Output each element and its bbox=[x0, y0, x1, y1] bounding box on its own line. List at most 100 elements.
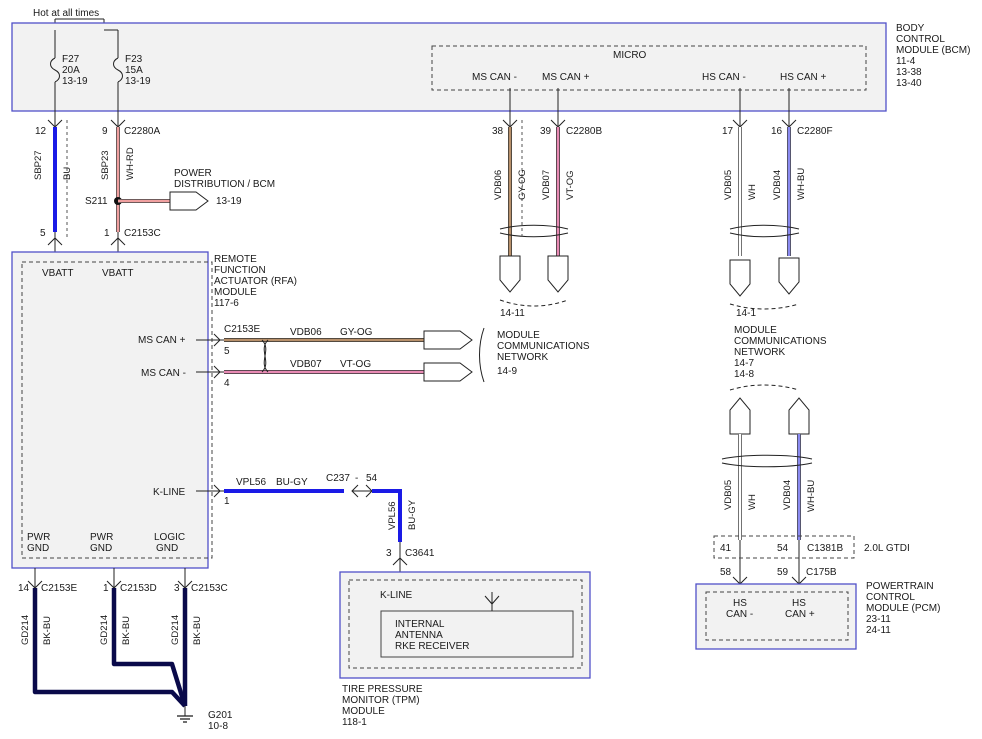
pcm-inline-connector: C1381B bbox=[807, 543, 843, 554]
bcm-label-2: CONTROL bbox=[896, 34, 945, 45]
tpm-label-2: MONITOR (TPM) bbox=[342, 695, 420, 706]
ground-icon bbox=[177, 715, 193, 723]
power-distribution-label-2: DISTRIBUTION / BCM bbox=[174, 179, 275, 190]
sbp23-pin-top: 9 bbox=[102, 126, 108, 137]
bcm-ref-1: 11-4 bbox=[896, 56, 916, 67]
pcm-inline-pin-54: 54 bbox=[777, 543, 789, 554]
rfa-vbatt-1: VBATT bbox=[42, 268, 73, 279]
mcn-ref-14-11: 14-11 bbox=[500, 308, 525, 319]
pcm-vdb04-circuit: VDB04 bbox=[782, 480, 793, 510]
bcm-ms-can-wires bbox=[499, 111, 569, 307]
rfa-inner-box bbox=[21, 261, 213, 559]
k-line-tpm-color: BU-GY bbox=[407, 499, 418, 530]
k-line-wire-tpm bbox=[372, 489, 402, 542]
tpm-label-3: MODULE bbox=[342, 706, 385, 717]
tpm-label-1: TIRE PRESSURE bbox=[342, 684, 423, 695]
bcm-ms-can-pin-38: 38 bbox=[492, 126, 504, 137]
ground-3-circuit: GD214 bbox=[170, 615, 181, 645]
k-line-inline-pin: 54 bbox=[366, 473, 378, 484]
k-line-tpm-pin: 3 bbox=[386, 548, 392, 559]
sbp23-color: WH-RD bbox=[125, 147, 136, 180]
mcn-left-ref: 14-9 bbox=[497, 366, 517, 377]
hot-at-all-times-label: Hot at all times bbox=[33, 8, 99, 19]
tpm-module-box bbox=[339, 571, 591, 679]
mcn-ref-14-1: 14-1 bbox=[736, 308, 756, 319]
splice-s211-label: S211 bbox=[85, 196, 108, 207]
mcn-right-label-3: NETWORK bbox=[734, 347, 785, 358]
rfa-label-2: FUNCTION bbox=[214, 265, 266, 276]
bcm-vdb04-circuit: VDB04 bbox=[772, 170, 783, 200]
ground-2-circuit: GD214 bbox=[99, 615, 110, 645]
micro-label: MICRO bbox=[613, 50, 647, 61]
pcm-pin-hs-2: HS bbox=[792, 598, 806, 609]
fuse-f23-rating: 15A bbox=[125, 65, 143, 76]
ground-1-connector: C2153E bbox=[41, 583, 77, 594]
rfa-vbatt-2: VBATT bbox=[102, 268, 133, 279]
mcn-left-label-2: COMMUNICATIONS bbox=[497, 341, 590, 352]
k-line-tpm-connector: C3641 bbox=[405, 548, 435, 559]
rfa-can-color-2: VT-OG bbox=[340, 359, 371, 370]
rfa-can-pin-4: 4 bbox=[224, 378, 230, 389]
fuse-f23-icon bbox=[113, 57, 123, 83]
k-line-color: BU-GY bbox=[276, 477, 308, 488]
pcm-pin-can-minus: CAN - bbox=[726, 609, 753, 620]
power-distribution-connector-icon bbox=[169, 191, 209, 211]
bcm-pin-hs-can-minus: HS CAN - bbox=[702, 72, 746, 83]
pcm-label-3: MODULE (PCM) bbox=[866, 603, 940, 614]
sbp27-pin-top: 12 bbox=[35, 126, 47, 137]
bcm-vdb05-color: WH bbox=[747, 184, 758, 200]
rfa-ms-can-minus: MS CAN - bbox=[141, 368, 186, 379]
pcm-connector: C175B bbox=[806, 567, 837, 578]
rfa-gnd-3-l1: LOGIC bbox=[154, 532, 185, 543]
antenna-receiver-box bbox=[380, 610, 574, 658]
rfa-label-3: ACTUATOR (RFA) bbox=[214, 276, 297, 287]
pcm-vdb05-color: WH bbox=[747, 494, 758, 510]
tpm-inner-3: RKE RECEIVER bbox=[395, 641, 469, 652]
pcm-vdb05-circuit: VDB05 bbox=[723, 480, 734, 510]
rfa-ref: 117-6 bbox=[214, 298, 239, 309]
pcm-pin-58: 58 bbox=[720, 567, 732, 578]
ground-1-circuit: GD214 bbox=[20, 615, 31, 645]
tpm-inner-2: ANTENNA bbox=[395, 630, 443, 641]
fuse-f27-icon bbox=[50, 57, 60, 83]
rfa-gnd-1-l2: GND bbox=[27, 543, 49, 554]
ground-3-connector: C2153C bbox=[191, 583, 228, 594]
fuse-f27-rating: 20A bbox=[62, 65, 80, 76]
pcm-module-box bbox=[695, 583, 857, 650]
k-line-pin: 1 bbox=[224, 496, 230, 507]
bcm-hs-can-wires bbox=[729, 111, 800, 310]
ground-1-color: BK-BU bbox=[42, 616, 53, 645]
sbp23-pin-bottom: 1 bbox=[104, 228, 110, 239]
mcn-left-connector-2-icon bbox=[423, 362, 473, 382]
pcm-pin-59: 59 bbox=[777, 567, 789, 578]
sbp23-connector-top: C2280A bbox=[124, 126, 160, 137]
rfa-can-circuit-2: VDB07 bbox=[290, 359, 322, 370]
rfa-can-circuit-1: VDB06 bbox=[290, 327, 322, 338]
pcm-vdb04-color: WH-BU bbox=[806, 480, 817, 512]
bcm-pin-ms-can-plus: MS CAN + bbox=[542, 72, 590, 83]
power-distribution-ref: 13-19 bbox=[216, 196, 242, 207]
power-wire-sbp23 bbox=[110, 111, 126, 252]
rfa-can-color-1: GY-OG bbox=[340, 327, 373, 338]
tpm-ref: 118-1 bbox=[342, 717, 367, 728]
pcm-inline-pin-41: 41 bbox=[720, 543, 732, 554]
rfa-can-connector: C2153E bbox=[224, 324, 260, 335]
rfa-label-4: MODULE bbox=[214, 287, 257, 298]
antenna-icon bbox=[484, 592, 500, 611]
ground-3-color: BK-BU bbox=[192, 616, 203, 645]
mcn-left-label-3: NETWORK bbox=[497, 352, 548, 363]
bcm-ms-can-pin-39: 39 bbox=[540, 126, 552, 137]
tpm-inner-1: INTERNAL bbox=[395, 619, 445, 630]
tpm-inner-box bbox=[348, 579, 583, 669]
rfa-can-pin-5: 5 bbox=[224, 346, 230, 357]
k-line-inline-sep: - bbox=[355, 473, 358, 484]
bcm-pin-ms-can-minus: MS CAN - bbox=[472, 72, 517, 83]
ground-2-connector: C2153D bbox=[120, 583, 157, 594]
ground-3-pin: 3 bbox=[174, 583, 180, 594]
bcm-hs-can-pin-16: 16 bbox=[771, 126, 783, 137]
fuse-f27-name: F27 bbox=[62, 54, 80, 65]
bcm-vdb04-color: WH-BU bbox=[796, 168, 807, 200]
bcm-vdb06-circuit: VDB06 bbox=[493, 170, 504, 200]
k-line-circuit: VPL56 bbox=[236, 477, 266, 488]
